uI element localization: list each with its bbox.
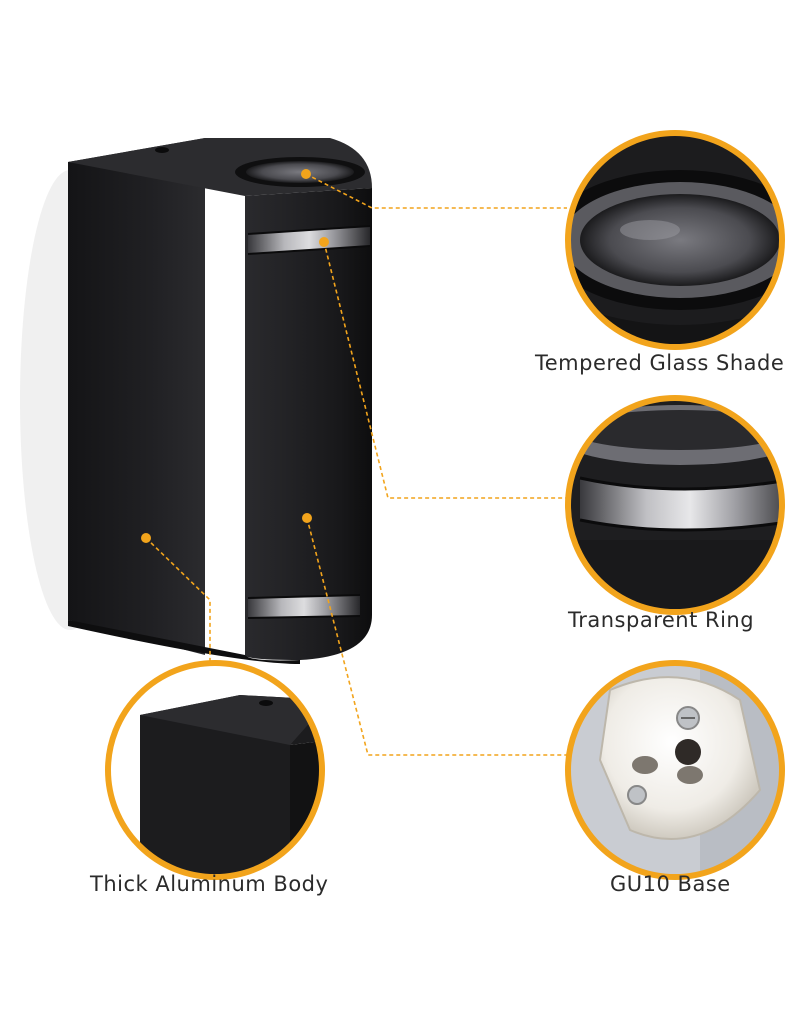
top-screw-icon — [155, 147, 169, 153]
detail-glass-shade — [565, 130, 785, 350]
label-tempered-glass-shade: Tempered Glass Shade — [535, 351, 785, 375]
detail-transparent-ring — [565, 395, 785, 615]
detail-circle-ring — [105, 660, 325, 880]
label-thick-aluminum-body: Thick Aluminum Body — [90, 872, 329, 896]
wall-lamp — [20, 138, 372, 664]
lamp-side-panel — [68, 138, 205, 655]
detail-circle-ring — [565, 660, 785, 880]
detail-circle-ring — [565, 395, 785, 615]
lamp-cylinder-body — [245, 188, 372, 660]
callout-line-glass — [305, 173, 567, 209]
label-gu10-base: GU10 Base — [610, 872, 731, 896]
detail-circle-ring — [565, 130, 785, 350]
callout-line-ring — [323, 241, 567, 499]
label-transparent-ring: Transparent Ring — [568, 608, 755, 632]
callout-dot-body — [141, 533, 151, 543]
callout-dots — [141, 169, 329, 543]
callout-line-body — [145, 537, 211, 663]
detail-aluminum-body — [105, 660, 325, 880]
callout-dot-ring — [319, 237, 329, 247]
callout-lines — [145, 173, 567, 756]
callout-dot-gu10 — [302, 513, 312, 523]
top-lens-glass — [246, 161, 354, 183]
lower-transparent-ring — [248, 595, 360, 618]
callout-dot-glass — [301, 169, 311, 179]
detail-gu10-base — [565, 660, 785, 880]
